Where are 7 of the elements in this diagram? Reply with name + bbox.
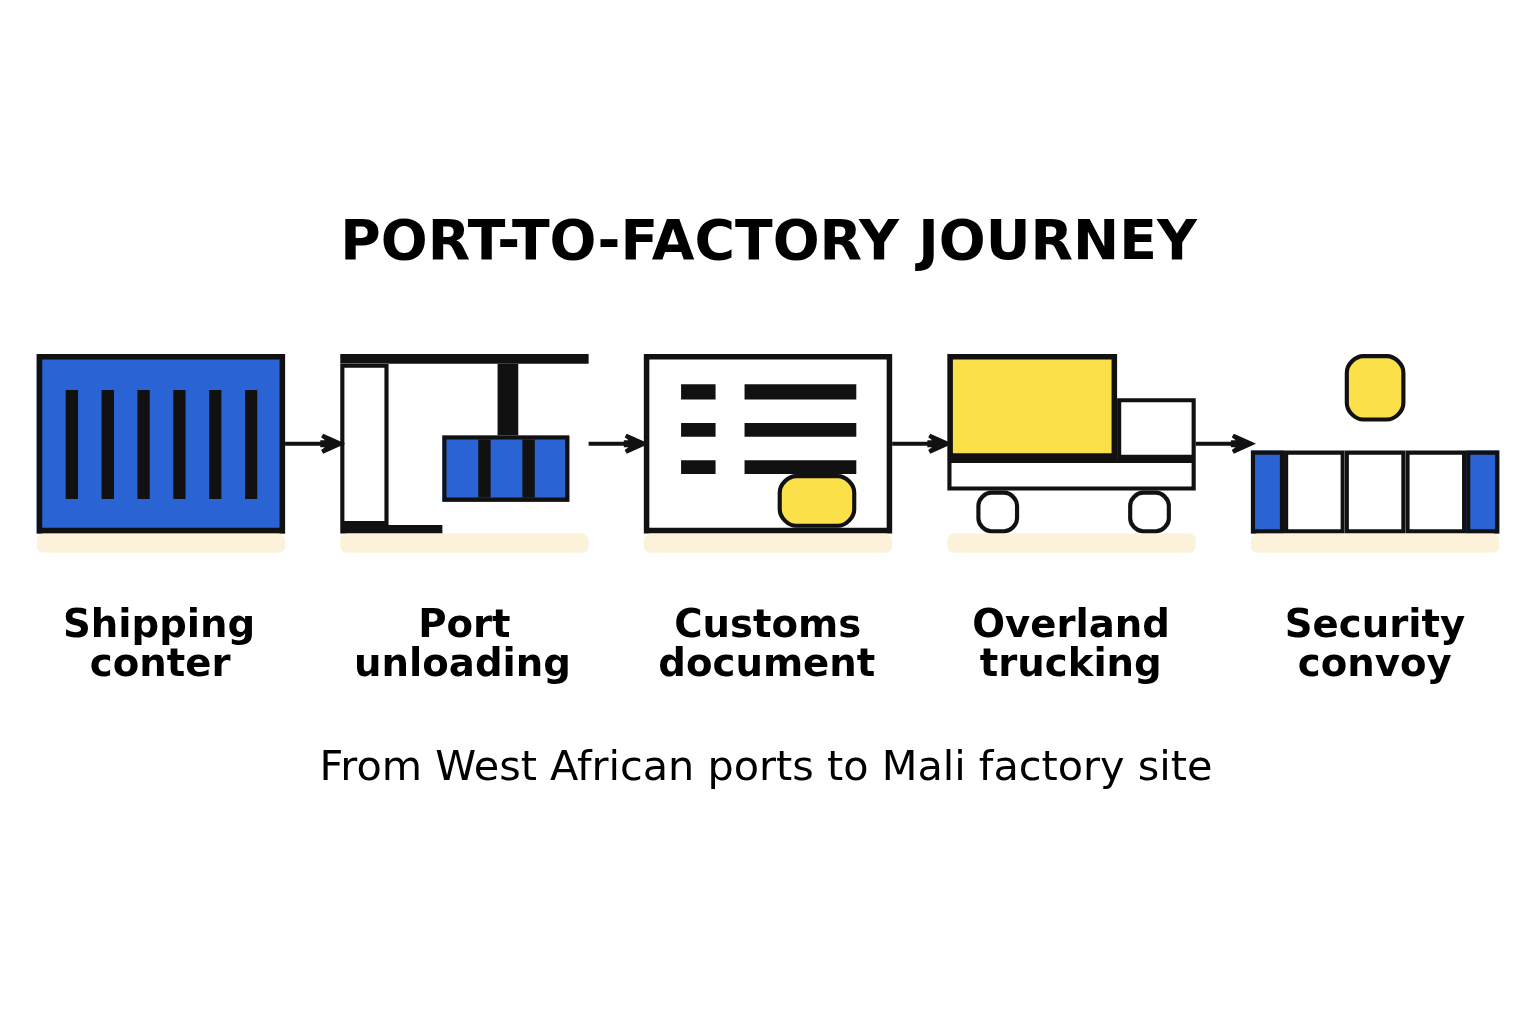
node-label: Customs document: [658, 601, 876, 686]
node-label: Overland trucking: [972, 601, 1170, 686]
node-label: Port unloading: [354, 601, 571, 686]
caption: From West African ports to Mali factory site: [319, 742, 1213, 791]
diagram-title: PORT-TO-FACTORY JOURNEY: [340, 207, 1197, 272]
node-label: Shipping conter: [62, 601, 256, 686]
node-label: Security convoy: [1284, 601, 1466, 686]
